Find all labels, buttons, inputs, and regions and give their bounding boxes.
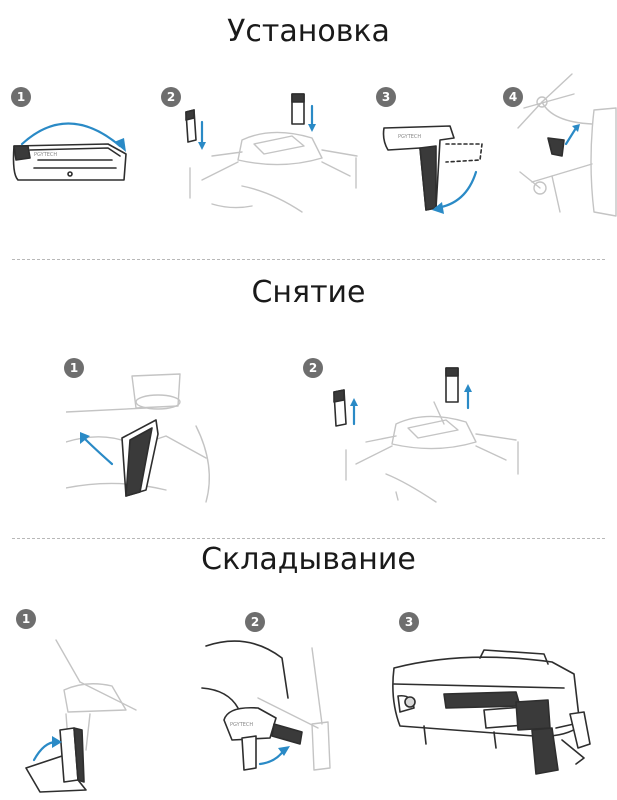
install-step-1-badge: 1 [11,87,31,107]
section-title-fold: Складывание [201,542,416,577]
fold-step-1-badge: 1 [16,609,36,629]
remove-step-1-illustration [66,373,211,503]
fold-step-3-illustration [392,649,591,775]
install-step-3-brand-text: PGYTECH [398,134,421,140]
section-title-install: Установка [227,14,390,49]
fold-step-2-badge: 2 [245,612,265,632]
install-step-2-illustration [185,93,358,213]
remove-step-2-illustration [333,367,519,503]
section-divider-2 [12,538,605,539]
install-step-4-badge: 4 [503,87,523,107]
fold-step-1-illustration [25,639,137,793]
fold-step-2-brand-text: PGYTECH [230,722,253,728]
install-step-1-illustration: PGYTECH [12,122,127,181]
install-step-3-badge: 3 [376,87,396,107]
remove-step-2-badge: 2 [303,358,323,378]
section-divider-1 [12,259,605,260]
section-title-remove: Снятие [251,275,366,310]
fold-step-2-illustration: PGYTECH [201,640,331,771]
install-step-1-brand-text: PGYTECH [34,152,57,158]
remove-step-1-badge: 1 [64,358,84,378]
install-step-2-badge: 2 [161,87,181,107]
install-step-3-illustration: PGYTECH [382,125,483,214]
fold-step-3-badge: 3 [399,612,419,632]
install-step-4-illustration [517,73,617,217]
